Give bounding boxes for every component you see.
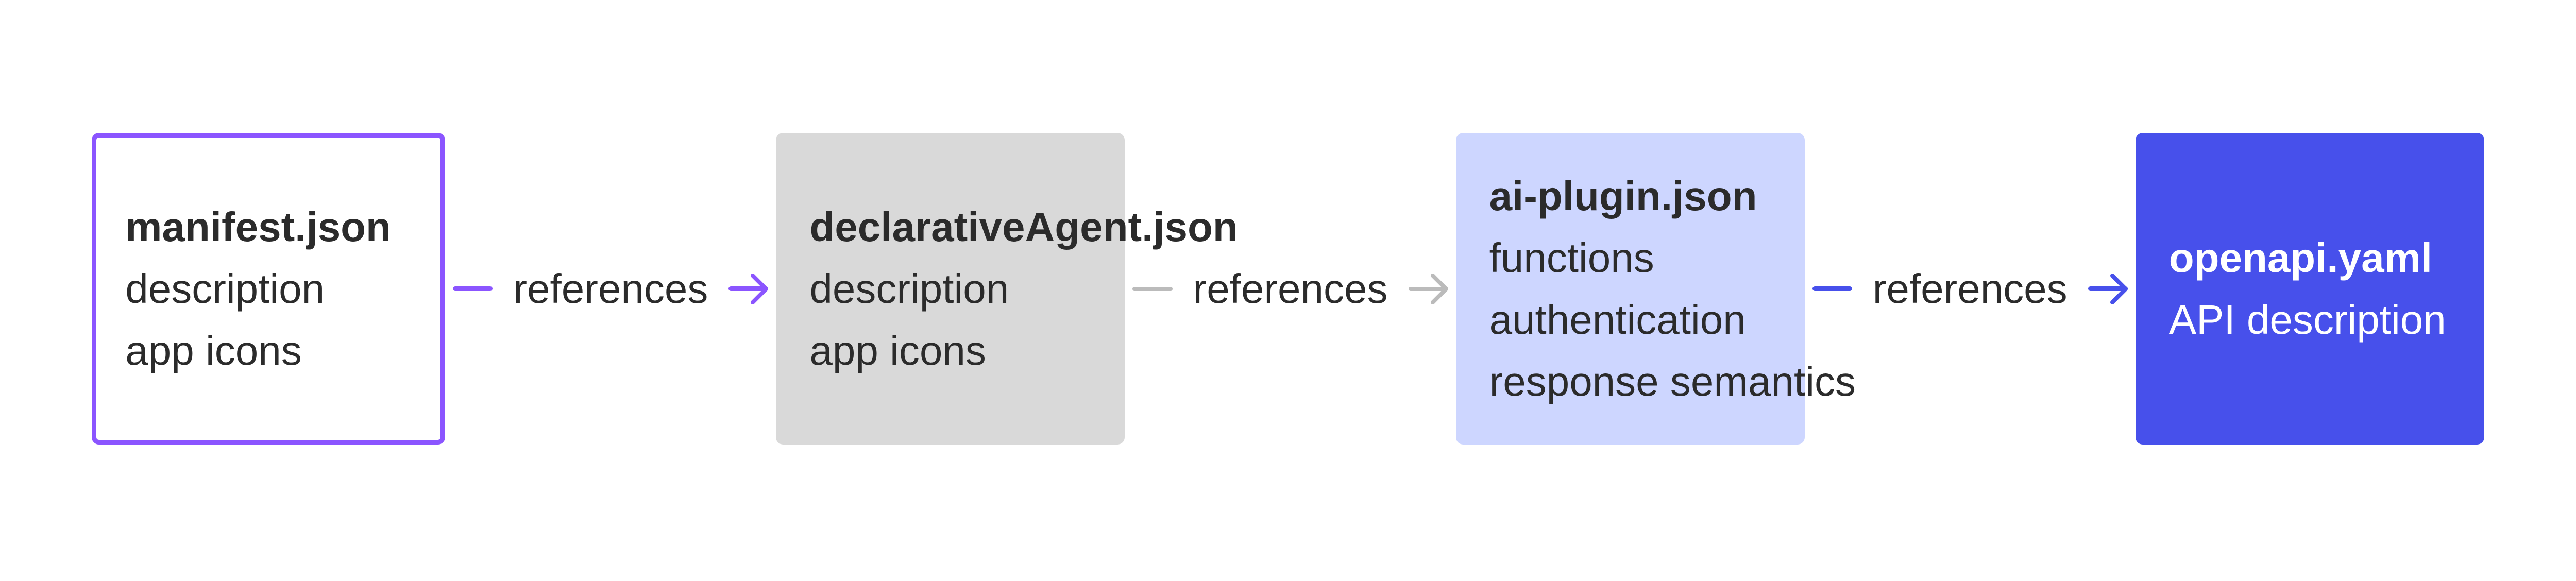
edge-line	[453, 286, 493, 291]
edge-manifest-to-declarative-agent: references	[445, 133, 776, 445]
node-line: API description	[2168, 296, 2446, 343]
node-title: openapi.yaml	[2168, 234, 2432, 281]
node-line: app icons	[809, 327, 986, 373]
node-line: description	[809, 265, 1009, 312]
node-line: description	[125, 265, 325, 312]
node-title: manifest.json	[125, 203, 391, 250]
edge-declarative-agent-to-ai-plugin: references	[1125, 133, 1455, 445]
edge-label: references	[513, 265, 708, 312]
edge-line	[1812, 286, 1852, 291]
node-declarative-agent-json: declarativeAgent.json description app ic…	[776, 133, 1238, 445]
edge-label: references	[1193, 265, 1388, 312]
node-line: response semantics	[1489, 358, 1856, 404]
node-line: functions	[1489, 234, 1654, 281]
edge-line	[1132, 286, 1173, 291]
edge-line	[1408, 286, 1448, 291]
node-line: app icons	[125, 327, 302, 373]
edge-ai-plugin-to-openapi: references	[1805, 133, 2136, 445]
node-title: ai-plugin.json	[1489, 173, 1757, 219]
edge-label: references	[1872, 265, 2067, 312]
node-line: authentication	[1489, 296, 1746, 343]
edge-line	[728, 286, 769, 291]
edge-line	[2088, 286, 2128, 291]
node-ai-plugin-json: ai-plugin.json functions authentication …	[1455, 133, 1856, 445]
node-title: declarativeAgent.json	[809, 203, 1238, 250]
node-openapi-yaml: openapi.yaml API description	[2135, 133, 2484, 445]
node-manifest-json: manifest.json description app icons	[92, 133, 446, 445]
